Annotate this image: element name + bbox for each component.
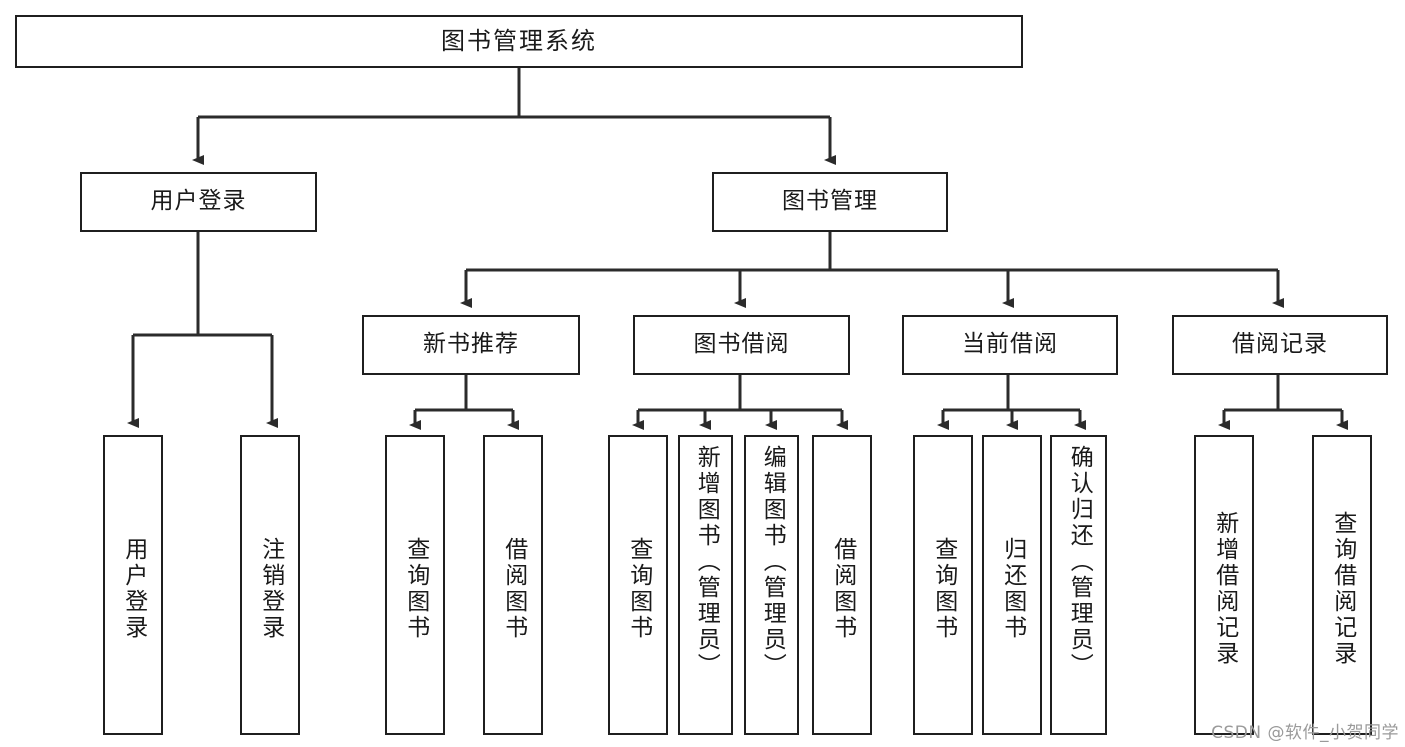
node-label: 归还图书 (999, 537, 1026, 641)
node-label: 当前借阅 (962, 331, 1058, 358)
node-leaf-logout[interactable]: 注销登录 (240, 435, 300, 735)
node-label: 查询图书 (625, 537, 652, 641)
node-label: 用户登录 (120, 537, 147, 641)
node-leaf-query-book-borrowing[interactable]: 查询图书 (608, 435, 668, 735)
node-label: 借阅记录 (1232, 331, 1328, 358)
node-leaf-return-book[interactable]: 归还图书 (982, 435, 1042, 735)
node-leaf-borrow-book-recommendation[interactable]: 借阅图书 (483, 435, 543, 735)
node-book-management[interactable]: 图书管理 (712, 172, 948, 232)
node-label: 查询图书 (930, 537, 957, 641)
node-label: 图书借阅 (693, 331, 790, 358)
node-label: 新增借阅记录 (1211, 511, 1238, 667)
node-leaf-add-book-admin[interactable]: 新增图书（管理员） (678, 435, 733, 735)
node-leaf-add-borrow-record[interactable]: 新增借阅记录 (1194, 435, 1254, 735)
node-label: 新增图书（管理员） (693, 445, 720, 679)
node-new-book-recommendation[interactable]: 新书推荐 (362, 315, 580, 375)
node-leaf-borrow-book[interactable]: 借阅图书 (812, 435, 872, 735)
node-leaf-confirm-return-admin[interactable]: 确认归还（管理员） (1050, 435, 1107, 735)
node-label: 查询借阅记录 (1329, 511, 1356, 667)
node-label: 图书管理 (782, 188, 878, 215)
node-leaf-query-borrow-record[interactable]: 查询借阅记录 (1312, 435, 1372, 735)
watermark-text: CSDN @软件_小贺同学 (1211, 723, 1399, 743)
node-label: 借阅图书 (500, 537, 527, 641)
node-root-book-management-system[interactable]: 图书管理系统 (15, 15, 1023, 68)
node-label: 借阅图书 (829, 537, 856, 641)
node-current-borrowing[interactable]: 当前借阅 (902, 315, 1118, 375)
node-leaf-query-book-current[interactable]: 查询图书 (913, 435, 973, 735)
node-book-borrowing[interactable]: 图书借阅 (633, 315, 850, 375)
node-label: 查询图书 (402, 537, 429, 641)
node-label: 编辑图书（管理员） (759, 445, 786, 679)
node-label: 确认归还（管理员） (1066, 445, 1093, 679)
node-label: 新书推荐 (423, 331, 519, 358)
node-leaf-query-book-recommendation[interactable]: 查询图书 (385, 435, 445, 735)
node-leaf-edit-book-admin[interactable]: 编辑图书（管理员） (744, 435, 799, 735)
node-label: 用户登录 (150, 188, 247, 215)
node-label: 注销登录 (257, 537, 284, 641)
node-leaf-user-login[interactable]: 用户登录 (103, 435, 163, 735)
node-user-login[interactable]: 用户登录 (80, 172, 317, 232)
node-borrowing-record[interactable]: 借阅记录 (1172, 315, 1388, 375)
node-label: 图书管理系统 (441, 27, 597, 56)
